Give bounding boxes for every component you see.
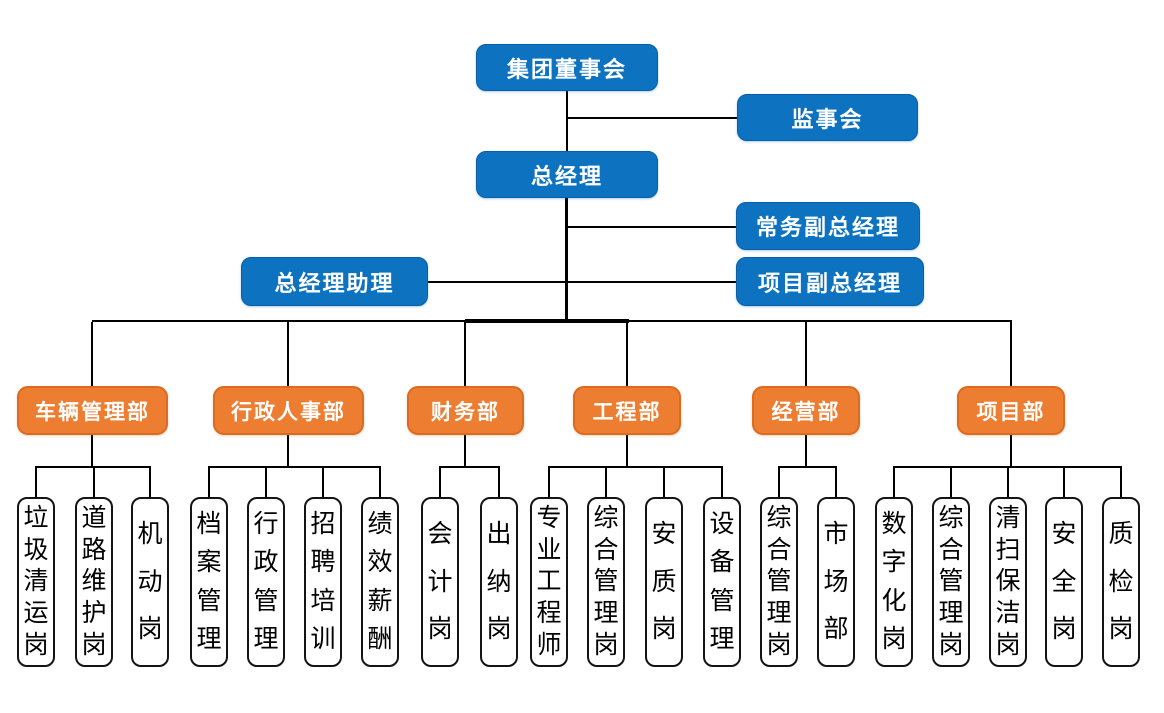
connector-leaf-drop [893,467,895,498]
node-executive-deputy-gm: 常务副总经理 [736,202,920,250]
position-quality-inspection: 质检岗 [1102,497,1140,667]
connector-drop-dept-1 [91,322,93,387]
position-general-management-ops: 综合管理岗 [760,497,798,667]
connector-leaf-drop [149,467,151,498]
connector-subbus-5 [778,466,837,468]
connector-leaf-drop [1120,467,1122,498]
position-safety-quality: 安质岗 [645,497,683,667]
connector-leaf-drop [835,467,837,498]
connector-subbus-2 [208,466,381,468]
position-general-management-proj: 综合管理岗 [932,497,970,667]
position-road-maintenance: 道路维护岗 [75,497,113,667]
position-equipment-management: 设备管理 [703,497,741,667]
connector-main-bus-thick [465,319,629,323]
connector-leaf-drop [778,467,780,498]
position-professional-engineer: 专业工程师 [530,497,568,667]
dept-project: 项目部 [957,386,1065,435]
node-supervisory-board: 监事会 [737,94,918,141]
connector-leaf-drop [498,467,500,498]
connector-leaf-drop [1063,467,1065,498]
connector-to-deputy-executive [567,226,736,228]
connector-leaf-drop [1007,467,1009,498]
connector-leaf-drop [548,467,550,498]
connector-board-gm [566,91,568,152]
position-cleaning: 清扫保洁岗 [989,497,1027,667]
connector-assistant-deputy-project [428,281,736,283]
connector-drop-dept-6 [1010,322,1012,387]
connector-drop-dept-5 [805,322,807,387]
node-board-of-directors: 集团董事会 [476,44,658,91]
connector-leaf-drop [663,467,665,498]
dept-vehicle-management: 车辆管理部 [17,386,168,435]
position-digitalization: 数字化岗 [875,497,913,667]
connector-dept-5-down [805,434,807,467]
dept-operations: 经营部 [752,386,860,435]
connector-gm-trunk [565,197,568,321]
position-mobile: 机动岗 [131,497,169,667]
node-project-deputy-gm: 项目副总经理 [736,257,924,306]
connector-dept-6-down [1010,434,1012,467]
position-accounting: 会计岗 [421,497,459,667]
connector-leaf-drop [322,467,324,498]
connector-dept-2-down [287,434,289,467]
dept-finance: 财务部 [407,386,524,435]
dept-engineering: 工程部 [573,386,681,435]
connector-dept-3-down [464,434,466,467]
position-recruitment-training: 招聘培训 [304,497,342,667]
connector-leaf-drop [721,467,723,498]
connector-drop-dept-4 [626,322,628,387]
connector-leaf-drop [35,467,37,498]
connector-leaf-drop [93,467,95,498]
connector-drop-dept-2 [287,322,289,387]
position-market: 市场部 [817,497,855,667]
node-gm-assistant: 总经理助理 [241,257,428,306]
position-archives-management: 档案管理 [190,497,228,667]
position-general-management-eng: 综合管理岗 [587,497,625,667]
connector-leaf-drop [379,467,381,498]
connector-leaf-drop [950,467,952,498]
dept-admin-hr: 行政人事部 [213,386,364,435]
connector-leaf-drop [605,467,607,498]
node-general-manager: 总经理 [476,151,658,198]
connector-dept-4-down [626,434,628,467]
connector-drop-dept-3 [464,322,466,387]
connector-to-supervisory [567,117,738,119]
connector-leaf-drop [208,467,210,498]
position-performance-compensation: 绩效薪酬 [361,497,399,667]
position-garbage-removal: 垃圾清运岗 [17,497,55,667]
connector-leaf-drop [439,467,441,498]
position-administration: 行政管理 [247,497,285,667]
connector-dept-1-down [91,434,93,467]
connector-subbus-4 [548,466,723,468]
position-safety: 安全岗 [1045,497,1083,667]
position-cashier: 出纳岗 [480,497,518,667]
connector-leaf-drop [265,467,267,498]
connector-subbus-3 [439,466,500,468]
